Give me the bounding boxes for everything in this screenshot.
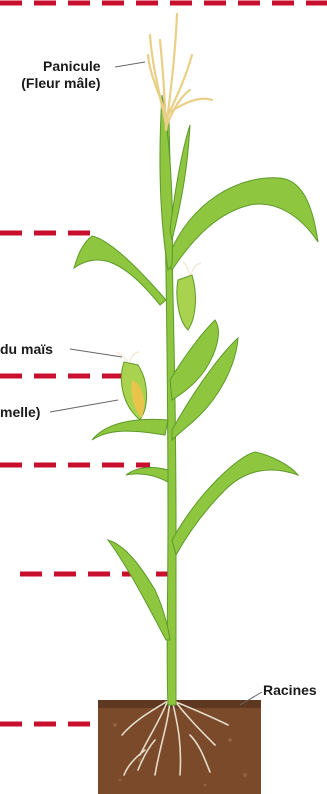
label-epi: melle) xyxy=(0,404,40,421)
label-panicule: Panicule (Fleur mâle) xyxy=(37,58,101,92)
tassel xyxy=(148,14,212,130)
leader-panicule xyxy=(115,62,145,67)
leader-epi xyxy=(50,400,118,412)
label-panicule-line1: Panicule xyxy=(37,58,101,75)
label-soies: du maïs xyxy=(0,341,53,358)
leader-soies xyxy=(70,349,122,357)
label-panicule-line2: (Fleur mâle) xyxy=(10,75,101,92)
label-racines: Racines xyxy=(263,682,317,699)
leaves xyxy=(74,95,318,640)
